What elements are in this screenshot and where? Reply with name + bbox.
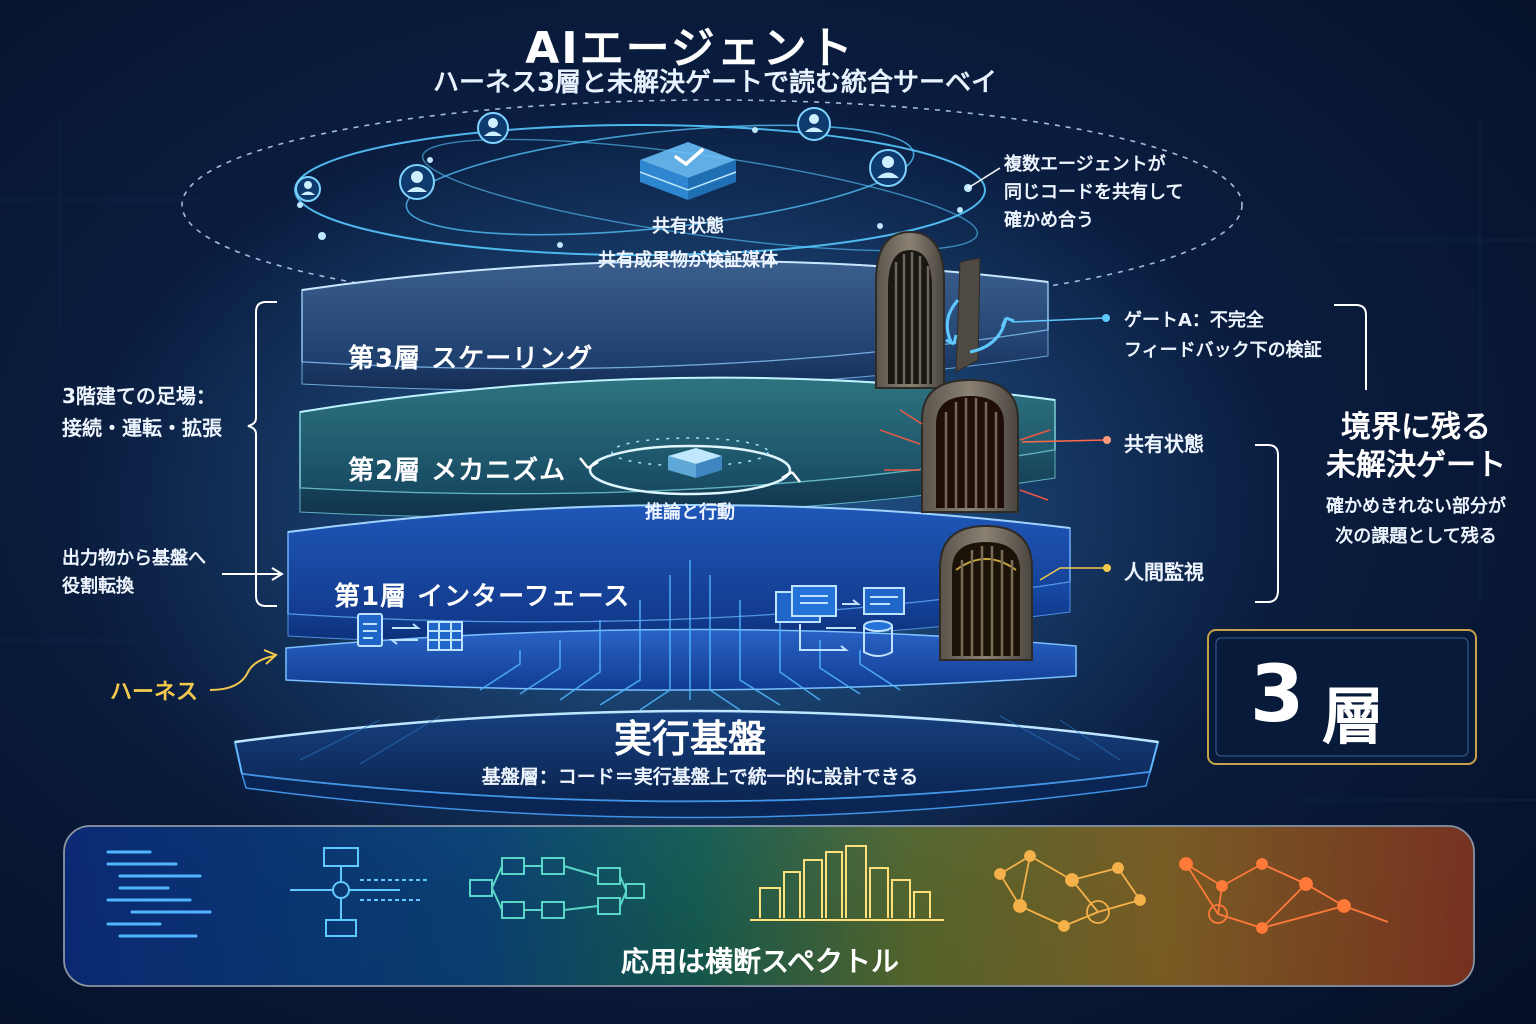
network-graph-icon [994,850,1146,932]
left-note-line1: 出力物から基盤へ [62,548,206,569]
multi-agent-callout-line1: 複数エージェントが [1004,154,1166,175]
circuit-traces [479,560,901,711]
agent-icon [797,107,831,141]
multi-agent-callout-line2: 同じコードを共有して [1004,182,1184,203]
right-heading-line2: 未解決ゲート [1326,448,1506,483]
layer-2-label: 第2層 メカニズム [348,456,567,486]
right-note-line1: 確かめきれない部分が [1326,496,1506,517]
gate-a-label-line1: ゲートA：不完全 [1124,310,1264,331]
agent-icon [399,164,435,200]
layer-count-number: 3 [1250,650,1305,740]
harness-slab [285,628,1077,691]
harness-label: ハーネス [110,680,199,705]
code-lines-icon [106,850,212,938]
shared-state-title: 共有状態 [652,216,724,237]
right-heading-line1: 境界に残る [1341,410,1491,445]
gate-shared-state-label: 共有状態 [1124,432,1204,456]
flowchart-icon [290,847,430,937]
multi-agent-callout-line3: 確かめ合う [1004,210,1094,231]
gate-a-label-line2: フィードバック下の検証 [1124,340,1322,361]
left-bracket-line2: 接続・運転・拡張 [62,416,222,440]
reasoning-action-cycle [579,437,801,496]
layer-1-label: 第1層 インターフェース [334,582,631,612]
state-graph-icon [469,857,645,919]
layer-count-unit: 層 [1322,680,1385,753]
gate-human-oversight-icon [939,524,1033,661]
base-subtitle: 基盤層：コード＝実行基盤上で統一的に設計できる [481,766,919,788]
agent-icon [477,112,509,144]
city-skyline-icon [750,845,944,921]
base-platform [233,709,1160,819]
left-bracket-line1: 3階建ての足場： [62,384,216,408]
base-title: 実行基盤 [613,717,766,761]
left-note-line2: 役割転換 [62,576,134,597]
page-title: AIエージェント [525,23,855,74]
agent-icon [869,149,907,187]
gate-a-icon [875,230,1015,389]
interface-flow-icon [775,585,905,657]
network-graph-icon [1179,857,1389,934]
spectrum-label: 応用は横断スペクトル [620,945,900,978]
page-subtitle: ハーネス3層と未解決ゲートで読む統合サーベイ [432,68,998,98]
document-to-table-icon [357,613,463,651]
layer-3-label: 第3層 スケーリング [348,344,594,374]
layer-count-badge-frame [1207,629,1477,765]
right-note-line2: 次の課題として残る [1335,526,1497,547]
shared-state-subtitle: 共有成果物が検証媒体 [598,250,778,271]
shared-state-check-icon [639,142,737,200]
gate-shared-state-icon [879,378,1051,513]
agent-icon [295,176,321,202]
gate-human-oversight-label: 人間監視 [1124,560,1204,584]
reasoning-action-label: 推論と行動 [645,502,735,523]
